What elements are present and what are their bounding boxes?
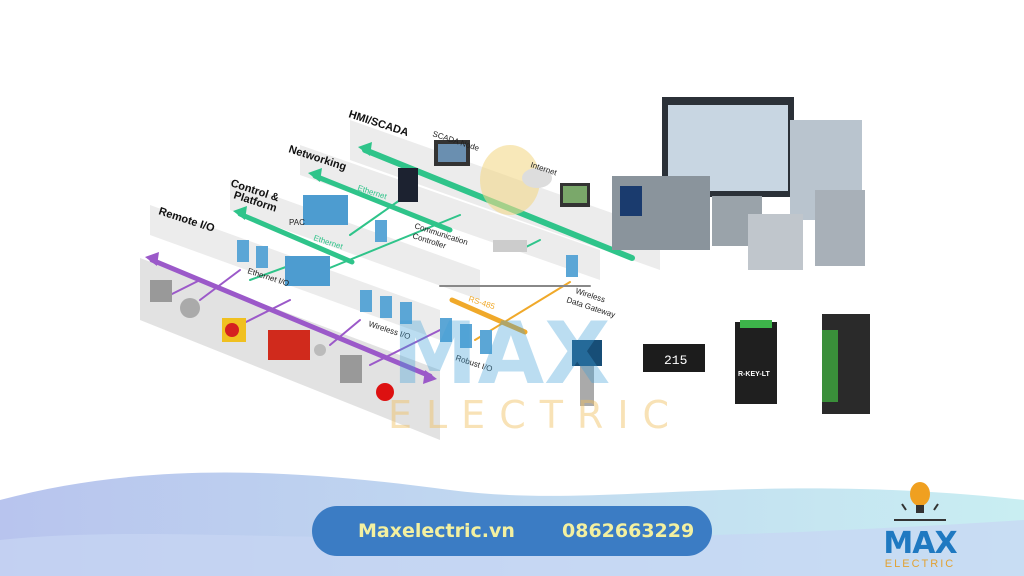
display-panel	[268, 330, 310, 360]
r-key-label: R-KEY-LT	[738, 371, 770, 378]
communication-controller	[375, 220, 387, 242]
ethernet-io-module	[256, 246, 268, 268]
wireless-router	[493, 240, 527, 252]
arrowhead	[233, 206, 247, 220]
contact-banner: Maxelectric.vn 0862663229	[312, 506, 712, 556]
flow-meter	[340, 355, 362, 383]
monitor-screen	[563, 186, 587, 203]
networking-ethernet-arrow	[312, 173, 453, 233]
arrowhead	[308, 168, 322, 182]
pressure-transmitter	[572, 340, 602, 366]
watermark-bulb-icon	[480, 145, 540, 215]
panel-knob	[314, 344, 326, 356]
arrowhead	[423, 370, 437, 384]
r-key-lt-module	[735, 322, 777, 404]
wireless-io-module	[380, 296, 392, 318]
terminal-block	[740, 320, 772, 328]
din-rail-module-side	[822, 330, 838, 402]
arrowhead	[358, 142, 372, 156]
control-ethernet-arrow	[237, 211, 355, 265]
arrowhead	[145, 252, 159, 266]
ethernet-io-module	[237, 240, 249, 262]
wireless-io-module	[400, 302, 412, 324]
digital-display	[643, 344, 705, 372]
robust-io-module	[460, 324, 472, 348]
robust-io-module	[440, 318, 452, 342]
sensor-device	[180, 298, 200, 318]
display-value: 215	[664, 353, 687, 368]
watermark-electric: ELECTRIC	[388, 393, 683, 437]
plc-display	[620, 186, 642, 216]
pressure-transmitter-stem	[580, 366, 594, 406]
max-electric-logo: MAX ELECTRIC	[872, 480, 968, 576]
plc-cpu	[815, 190, 865, 266]
alarm-button	[376, 383, 394, 401]
pac-controller-2	[285, 256, 330, 286]
diagram-devices	[150, 140, 590, 401]
network-switch	[398, 168, 418, 202]
remote-io-bus	[149, 257, 433, 379]
watermark-max: MAX	[392, 304, 610, 404]
switch-knob	[225, 323, 239, 337]
monitor-screen	[438, 144, 466, 162]
logo-electric: ELECTRIC	[884, 558, 956, 570]
website-link[interactable]: Maxelectric.vn	[358, 520, 515, 542]
product-images: 215 R-KEY-LT	[572, 97, 870, 414]
valve-device	[150, 280, 172, 302]
phone-number[interactable]: 0862663229	[562, 520, 695, 542]
pac-controller	[303, 195, 348, 225]
power-supply	[748, 214, 803, 270]
logo-max: MAX	[883, 526, 957, 561]
lightbulb-icon	[894, 482, 946, 521]
wireless-io-module	[360, 290, 372, 312]
rs485-bus	[449, 297, 528, 335]
robust-io-module	[480, 330, 492, 354]
internet-cloud-icon	[522, 168, 552, 188]
wireless-data-gateway	[566, 255, 578, 277]
label-pac: PAC	[289, 218, 305, 227]
remote-io-connectors	[169, 269, 441, 366]
